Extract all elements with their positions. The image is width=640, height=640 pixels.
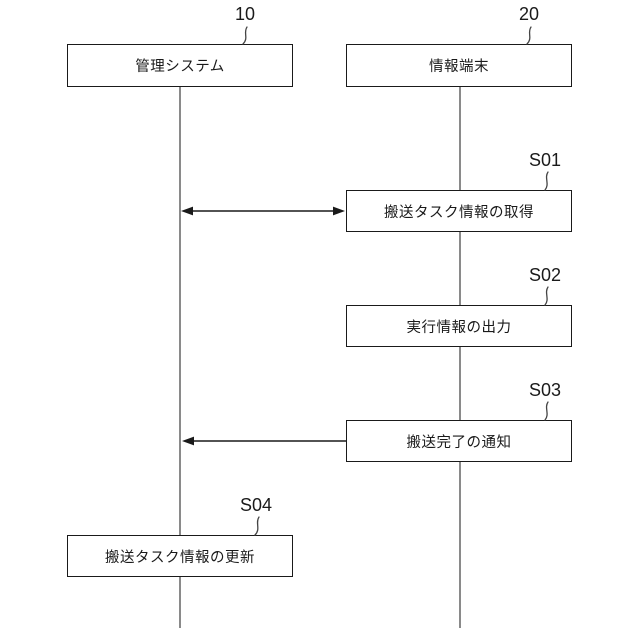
leader-squiggle-s03: [544, 401, 549, 421]
lifeline-management-system: [179, 87, 181, 628]
leader-squiggle-20: [526, 26, 532, 45]
leader-squiggle-10: [242, 26, 248, 45]
ref-label-s03: S03: [528, 380, 562, 400]
step-label-s04: 搬送タスク情報の更新: [105, 549, 255, 566]
step-box-s04: 搬送タスク情報の更新: [67, 535, 293, 577]
actor-box-management-system: 管理システム: [67, 44, 293, 87]
step-box-s02: 実行情報の出力: [346, 305, 572, 347]
arrow-s03-head: [182, 436, 194, 446]
arrow-s01-head-left: [181, 206, 193, 216]
leader-squiggle-s04: [254, 516, 260, 536]
step-box-s03: 搬送完了の通知: [346, 420, 572, 462]
actor-label-management-system: 管理システム: [135, 59, 225, 75]
step-label-s03: 搬送完了の通知: [406, 434, 512, 451]
step-label-s02: 実行情報の出力: [406, 319, 512, 336]
ref-label-s04: S04: [239, 495, 273, 515]
ref-label-20: 20: [518, 4, 540, 24]
actor-box-information-terminal: 情報端末: [346, 44, 572, 87]
actor-label-information-terminal: 情報端末: [429, 59, 489, 75]
leader-squiggle-s01: [544, 171, 549, 191]
lifeline-information-terminal: [459, 87, 461, 628]
step-box-s01: 搬送タスク情報の取得: [346, 190, 572, 232]
leader-squiggle-s02: [544, 286, 549, 306]
ref-label-s01: S01: [528, 150, 562, 170]
arrow-s01-head-right: [333, 206, 345, 216]
ref-label-10: 10: [234, 4, 256, 24]
ref-label-s02: S02: [528, 265, 562, 285]
step-label-s01: 搬送タスク情報の取得: [384, 204, 534, 221]
